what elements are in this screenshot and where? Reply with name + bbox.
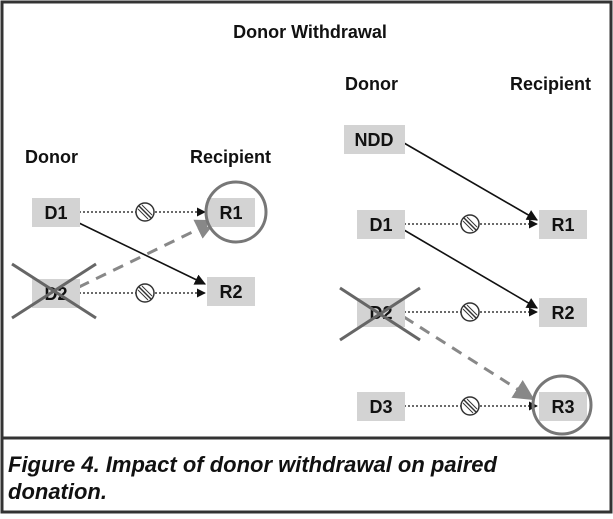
right-r3-highlight-circle (531, 374, 593, 436)
right-d2-r3-failed-link (403, 315, 535, 401)
right-recipient-r3: R3 (539, 392, 587, 421)
right-donor-ndd-label: NDD (355, 130, 394, 150)
left-donor-d1-label: D1 (44, 203, 67, 223)
right-donor-d1-label: D1 (369, 215, 392, 235)
right-recipient-r3-label: R3 (551, 397, 574, 417)
right-d2-withdrawn-cross-icon (339, 286, 421, 342)
right-donor-ndd: NDD (344, 125, 405, 154)
right-recipient-r2: R2 (539, 298, 587, 327)
left-recipient-r1-label: R1 (219, 203, 242, 223)
right-recipient-r1-label: R1 (551, 215, 574, 235)
right-donor-header: Donor (345, 74, 398, 94)
right-recipient-r2-label: R2 (551, 303, 574, 323)
left-recipient-header: Recipient (190, 147, 271, 167)
left-donor-header: Donor (25, 147, 78, 167)
left-d1-r1-blocked-icon (135, 202, 155, 222)
right-donor-d3: D3 (357, 392, 405, 421)
left-recipient-r1: R1 (207, 198, 255, 227)
left-recipient-r2: R2 (207, 277, 255, 306)
left-d1-r2-link (78, 222, 207, 285)
left-recipient-r2-label: R2 (219, 282, 242, 302)
caption-line-2: donation. (8, 479, 107, 504)
right-d3-r3-blocked-icon (460, 396, 480, 416)
left-d2-withdrawn-cross-icon (11, 262, 97, 320)
caption-line-1: Figure 4. Impact of donor withdrawal on … (8, 452, 497, 477)
left-d2-r1-failed-link (78, 219, 217, 289)
left-d2-r2-blocked-icon (135, 283, 155, 303)
diagram-title: Donor Withdrawal (233, 22, 387, 42)
right-d1-r1-blocked-icon (460, 214, 480, 234)
right-d2-r2-blocked-icon (460, 302, 480, 322)
left-r1-highlight-circle (204, 180, 268, 244)
right-ndd-r1-link (403, 142, 538, 221)
right-donor-d1: D1 (357, 210, 405, 239)
right-d1-r2-link (403, 229, 538, 309)
right-recipient-r1: R1 (539, 210, 587, 239)
right-donor-d3-label: D3 (369, 397, 392, 417)
left-donor-d1: D1 (32, 198, 80, 227)
right-recipient-header: Recipient (510, 74, 591, 94)
